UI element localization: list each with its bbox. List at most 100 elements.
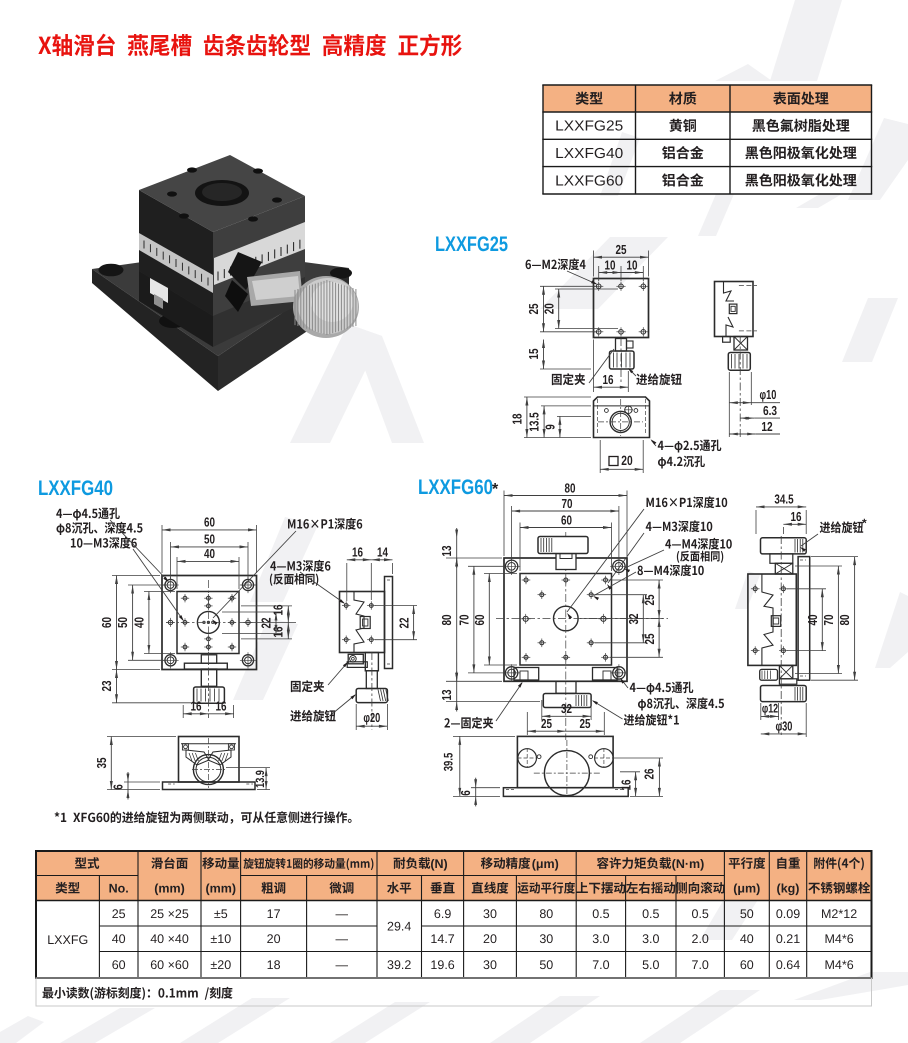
svg-text:—: —	[336, 907, 349, 921]
svg-text:14.7: 14.7	[430, 932, 454, 946]
svg-text:40 ×40: 40 ×40	[150, 932, 189, 946]
svg-text:0.64: 0.64	[776, 958, 800, 972]
svg-text:(N): (N)	[430, 857, 447, 871]
svg-text:±5: ±5	[214, 907, 228, 921]
svg-text:—: —	[336, 932, 349, 946]
svg-text:3.0: 3.0	[592, 932, 609, 946]
svg-text:29.4: 29.4	[387, 920, 411, 934]
svg-text:23: 23	[99, 681, 114, 692]
svg-text:5.0: 5.0	[642, 958, 659, 972]
svg-text:M4*6: M4*6	[825, 958, 854, 972]
svg-text:M4*6: M4*6	[825, 932, 854, 946]
svg-text:30: 30	[483, 958, 497, 972]
svg-text:(μm): (μm)	[733, 882, 760, 896]
svg-text:39.5: 39.5	[441, 753, 455, 772]
svg-text:25 ×25: 25 ×25	[150, 907, 189, 921]
svg-text:40: 40	[740, 932, 754, 946]
svg-text:0.5: 0.5	[642, 907, 659, 921]
svg-text:20: 20	[483, 932, 497, 946]
svg-text:LXXFG25: LXXFG25	[555, 119, 623, 135]
svg-text:60: 60	[472, 615, 487, 626]
svg-text:(N·m): (N·m)	[672, 857, 705, 871]
svg-text:25: 25	[616, 242, 627, 257]
svg-text:35: 35	[94, 758, 109, 769]
svg-text:LXXFG60: LXXFG60	[555, 173, 623, 189]
svg-text:7.0: 7.0	[592, 958, 609, 972]
svg-text:70: 70	[457, 615, 472, 626]
svg-text:0.09: 0.09	[776, 907, 800, 921]
svg-text:22: 22	[259, 618, 274, 629]
svg-text:7.0: 7.0	[692, 958, 709, 972]
svg-text:30: 30	[539, 932, 553, 946]
svg-text:60: 60	[561, 512, 572, 527]
svg-text:13.5: 13.5	[527, 412, 542, 431]
svg-text:0.5: 0.5	[692, 907, 709, 921]
svg-text:20: 20	[621, 453, 632, 468]
svg-text:60: 60	[204, 515, 215, 530]
svg-text:50: 50	[539, 958, 553, 972]
svg-text:φ10: φ10	[760, 387, 777, 402]
svg-text:LXXFG40: LXXFG40	[555, 146, 623, 162]
svg-text:19.6: 19.6	[430, 958, 454, 972]
svg-text:(mm): (mm)	[154, 882, 185, 896]
svg-text:50: 50	[740, 907, 754, 921]
svg-text:20: 20	[542, 303, 557, 314]
svg-text:60: 60	[99, 617, 114, 628]
svg-text:50: 50	[204, 532, 215, 547]
svg-text:12: 12	[761, 419, 772, 434]
svg-text:0.21: 0.21	[776, 932, 800, 946]
svg-text:No.: No.	[109, 882, 129, 896]
svg-text:18: 18	[267, 958, 281, 972]
svg-text:39.2: 39.2	[387, 958, 411, 972]
svg-text:±20: ±20	[210, 958, 231, 972]
svg-text:(μm): (μm)	[532, 857, 559, 871]
svg-text:LXXFG25: LXXFG25	[435, 233, 508, 256]
svg-text:16: 16	[216, 699, 227, 714]
svg-text:13: 13	[439, 546, 454, 557]
svg-text:80: 80	[439, 615, 454, 626]
svg-text:10: 10	[605, 258, 616, 273]
svg-text:6: 6	[111, 784, 126, 790]
svg-text:25: 25	[580, 716, 591, 731]
svg-text:18: 18	[510, 414, 525, 425]
svg-text:60: 60	[740, 958, 754, 972]
svg-text:14: 14	[377, 545, 389, 560]
svg-text:22: 22	[397, 618, 412, 629]
svg-text:20: 20	[267, 932, 281, 946]
svg-text:—: —	[336, 958, 349, 972]
svg-text:32: 32	[626, 614, 641, 625]
svg-text:LXXFG60: LXXFG60	[418, 476, 493, 499]
svg-text:80: 80	[837, 615, 852, 626]
svg-text:6.3: 6.3	[763, 403, 777, 418]
svg-text:60 ×60: 60 ×60	[150, 958, 189, 972]
svg-text:*: *	[492, 481, 499, 498]
svg-text:40: 40	[112, 932, 126, 946]
svg-text:34.5: 34.5	[774, 492, 793, 507]
svg-text:80: 80	[539, 907, 553, 921]
svg-text:26: 26	[641, 769, 656, 780]
svg-text:φ12: φ12	[762, 702, 778, 716]
svg-text:16: 16	[603, 372, 614, 387]
svg-text:10: 10	[627, 258, 638, 273]
svg-text:(kg): (kg)	[777, 882, 800, 896]
svg-text:80: 80	[565, 481, 576, 496]
svg-text:17: 17	[267, 907, 281, 921]
svg-text:50: 50	[115, 617, 130, 628]
svg-text:60: 60	[112, 958, 126, 972]
svg-text:16: 16	[191, 699, 202, 714]
svg-text:70: 70	[821, 615, 836, 626]
svg-text:16: 16	[271, 605, 286, 616]
svg-text:2.0: 2.0	[692, 932, 709, 946]
svg-text:9: 9	[543, 424, 558, 430]
svg-text:φ20: φ20	[363, 710, 380, 725]
svg-text:40: 40	[204, 546, 215, 561]
svg-text:40: 40	[805, 615, 820, 626]
svg-text:LXXFG: LXXFG	[47, 933, 88, 947]
svg-text:LXXFG40: LXXFG40	[38, 477, 113, 500]
svg-text:16: 16	[271, 627, 286, 638]
svg-text:25: 25	[112, 907, 126, 921]
svg-text:25: 25	[642, 595, 657, 606]
svg-text:13: 13	[439, 690, 454, 701]
svg-text:70: 70	[562, 496, 573, 511]
svg-text:25: 25	[526, 304, 541, 315]
